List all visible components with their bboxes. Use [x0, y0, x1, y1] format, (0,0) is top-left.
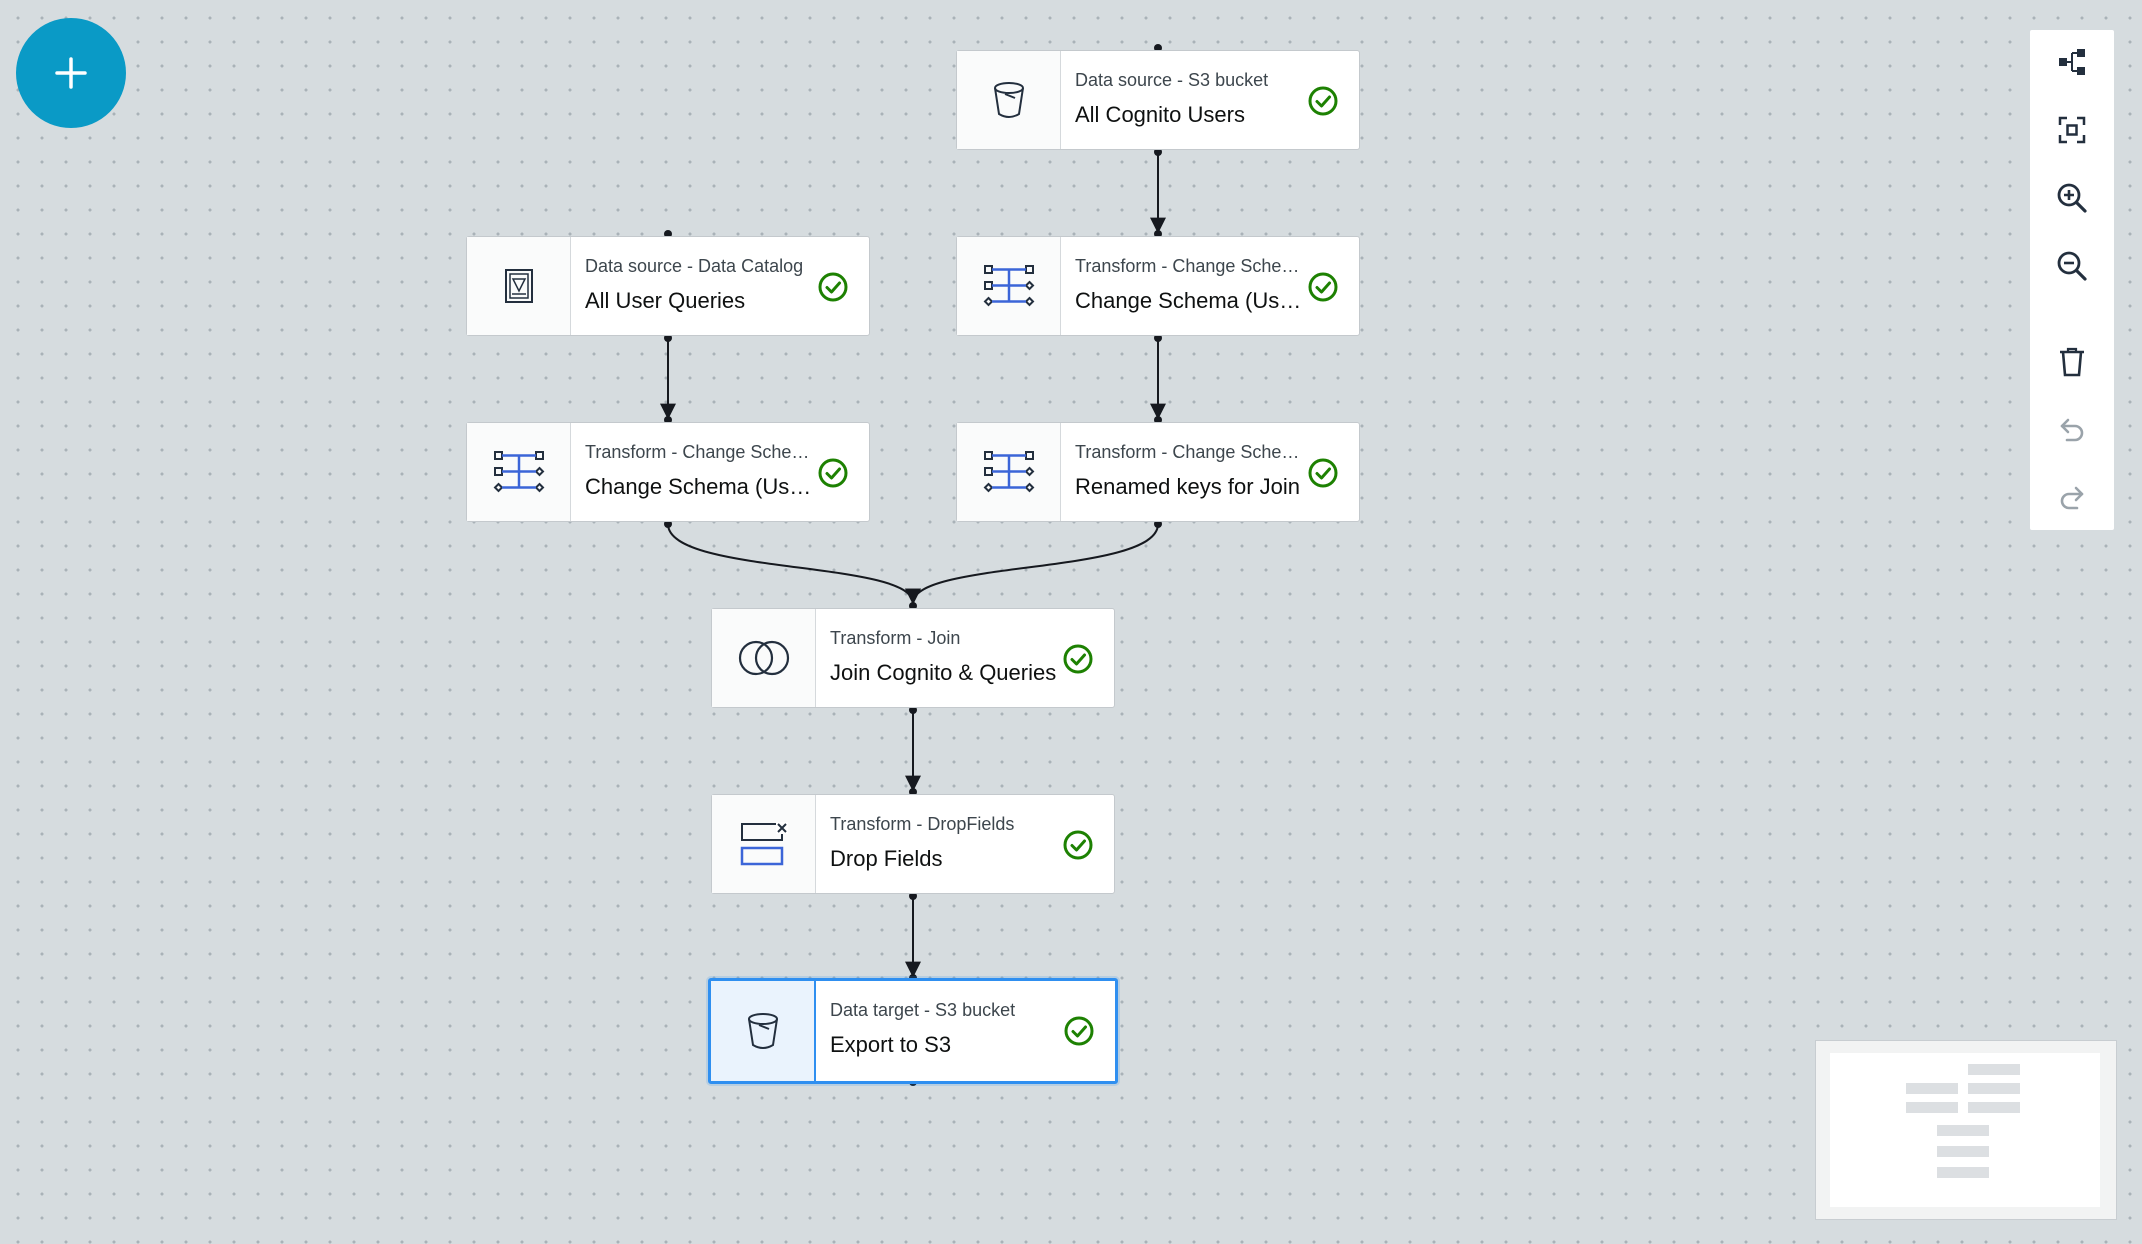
delete-button[interactable]	[2054, 344, 2090, 380]
success-check-icon	[1308, 86, 1338, 116]
zoom-out-button[interactable]	[2054, 248, 2090, 284]
redo-icon	[2060, 486, 2084, 510]
minimap-node	[1968, 1102, 2020, 1113]
node-type-label: Data source - Data Catalog	[585, 256, 804, 276]
data-catalog-icon	[504, 269, 533, 303]
node-title: All User Queries	[585, 288, 746, 313]
node-title: Renamed keys for Join	[1075, 474, 1300, 499]
node-title: Change Schema (Users)	[1075, 288, 1303, 313]
change-schema-icon	[983, 265, 1034, 307]
minimap-node	[1906, 1083, 1958, 1094]
node-drop-fields[interactable]: Transform - DropFields Drop Fields	[711, 794, 1115, 894]
node-title: Change Schema (User Queries)	[585, 474, 813, 499]
fit-to-screen-button[interactable]	[2054, 112, 2090, 148]
node-change-schema-users[interactable]: Transform - Change Schema Change Schema …	[956, 236, 1360, 336]
minimap[interactable]	[1815, 1040, 2117, 1220]
node-type-label: Transform - DropFields	[830, 814, 1015, 834]
success-check-icon	[818, 458, 848, 488]
fit-to-screen-icon	[2058, 116, 2086, 144]
minimap-node	[1968, 1064, 2020, 1075]
node-type-label: Data target - S3 bucket	[830, 1000, 1016, 1020]
node-change-schema-user-queries[interactable]: Transform - Change Schema Change Schema …	[466, 422, 870, 522]
canvas-toolbar	[2030, 30, 2114, 530]
node-type-label: Transform - Change Schema	[1075, 442, 1303, 462]
success-check-icon	[1064, 1016, 1094, 1046]
minimap-node	[1937, 1125, 1989, 1136]
zoom-in-button[interactable]	[2054, 180, 2090, 216]
change-schema-icon	[983, 451, 1034, 493]
add-node-button[interactable]	[16, 18, 126, 128]
success-check-icon	[1063, 644, 1093, 674]
node-all-user-queries[interactable]: Data source - Data Catalog All User Quer…	[466, 236, 870, 336]
node-all-cognito-users[interactable]: Data source - S3 bucket All Cognito User…	[956, 50, 1360, 150]
node-type-label: Data source - S3 bucket	[1075, 70, 1269, 90]
minimap-viewport	[1830, 1053, 2100, 1207]
minimap-node	[1906, 1102, 1958, 1113]
undo-icon	[2060, 418, 2084, 442]
success-check-icon	[1308, 272, 1338, 302]
minimap-node	[1937, 1167, 1989, 1178]
zoom-out-icon	[2057, 251, 2087, 281]
node-join-cognito-queries[interactable]: Transform - Join Join Cognito & Queries	[711, 608, 1115, 708]
node-title: Export to S3	[830, 1032, 952, 1057]
node-type-label: Transform - Change Schema	[585, 442, 813, 462]
node-title: Join Cognito & Queries	[830, 660, 1057, 685]
node-type-label: Transform - Change Schema	[1075, 256, 1303, 276]
layout-button[interactable]	[2054, 44, 2090, 80]
minimap-node	[1937, 1146, 1989, 1157]
node-title: Drop Fields	[830, 846, 943, 871]
success-check-icon	[1063, 830, 1093, 860]
zoom-in-icon	[2057, 183, 2087, 213]
node-export-to-s3[interactable]: Data target - S3 bucket Export to S3	[708, 978, 1118, 1084]
undo-button[interactable]	[2054, 412, 2090, 448]
node-type-label: Transform - Join	[830, 628, 961, 648]
bucket-icon	[993, 82, 1024, 118]
bucket-icon	[747, 1013, 778, 1049]
node-title: All Cognito Users	[1075, 102, 1245, 127]
success-check-icon	[1308, 458, 1338, 488]
success-check-icon	[818, 272, 848, 302]
drop-fields-icon	[740, 822, 788, 866]
node-renamed-keys-join[interactable]: Transform - Change Schema Renamed keys f…	[956, 422, 1360, 522]
redo-button[interactable]	[2054, 480, 2090, 516]
plus-icon	[55, 57, 87, 89]
minimap-node	[1968, 1083, 2020, 1094]
join-icon	[738, 640, 789, 676]
change-schema-icon	[493, 451, 544, 493]
layout-icon	[2059, 49, 2085, 75]
delete-icon	[2060, 347, 2084, 377]
